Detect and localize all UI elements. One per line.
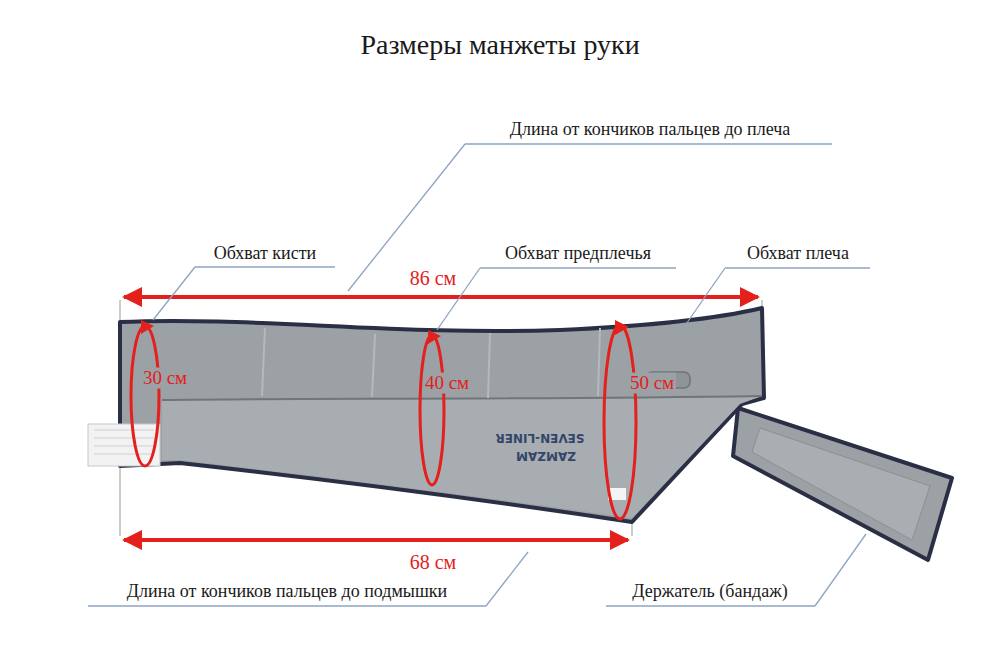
red-dimension: 86 см [410, 267, 457, 289]
leader-lines [88, 144, 870, 606]
velcro-lines [94, 430, 154, 454]
red-girth: 50 см [628, 373, 676, 394]
red-girth: 40 см [423, 373, 471, 394]
dimension-caption: Длина от кончиков пальцев до плеча [510, 120, 791, 140]
holder-strap [733, 408, 952, 560]
brand-print: ZAMZAM [516, 448, 576, 461]
witness-lines [120, 300, 762, 536]
diagram-title: Размеры манжеты руки [360, 30, 639, 61]
red-dimension: 68 см [410, 551, 457, 573]
part-caption: Держатель (бандаж) [632, 582, 787, 602]
cuff-seams [262, 328, 600, 398]
dimension-arrow [124, 538, 628, 542]
part-caption: Обхват кисти [214, 244, 317, 264]
red-girth: 30 см [141, 368, 189, 389]
girth-arrowheads [141, 320, 629, 344]
girth-rings [131, 325, 636, 519]
velcro-patch [88, 424, 160, 466]
dimension-caption: Длина от кончиков пальцев до подмышки [127, 582, 447, 602]
cuff-fold [162, 396, 762, 518]
part-caption: Обхват предплечья [505, 244, 651, 264]
dimension-arrow [124, 295, 758, 299]
fold-line [162, 396, 762, 400]
cuff-body [120, 308, 764, 522]
strap-velcro [752, 428, 930, 540]
part-caption: Обхват плеча [747, 244, 849, 264]
brand-print: SEVEN-LINER [496, 430, 585, 443]
